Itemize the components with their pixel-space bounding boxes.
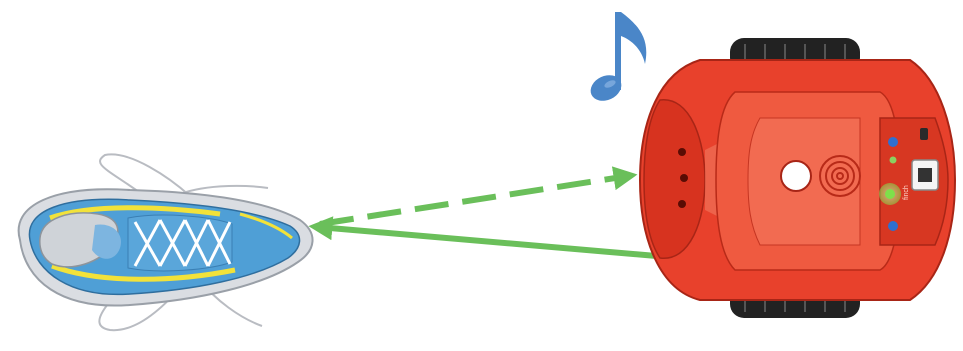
shoe-icon [17, 153, 314, 332]
robot-icon: finch [638, 38, 957, 318]
robot-status-led [885, 189, 895, 199]
robot-pen-hole [780, 160, 812, 192]
robot-speaker [819, 155, 861, 197]
robot-panel-label: finch [903, 185, 910, 200]
solid-signal-arrow [308, 216, 669, 260]
music-note-icon [590, 12, 647, 101]
dashed-signal-arrow [319, 166, 638, 227]
arrow-icon [308, 166, 669, 260]
